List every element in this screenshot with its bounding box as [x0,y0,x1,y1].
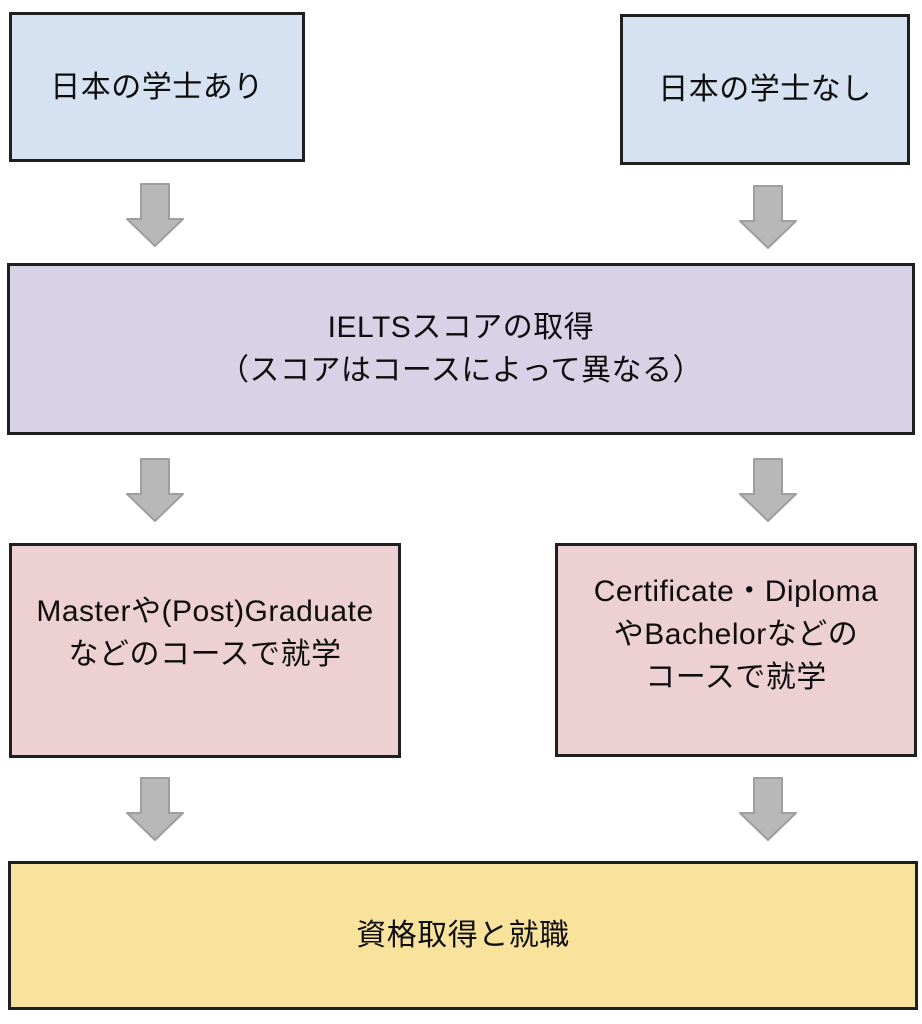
node-master-postgraduate-course-label: Masterや(Post)Graduate などのコースで就学 [36,595,374,671]
node-qualification-employment-label: 資格取得と就職 [356,919,570,952]
down-arrow-icon [126,183,184,247]
down-arrow-icon [739,185,797,249]
node-qualification-employment: 資格取得と就職 [8,861,918,1010]
node-master-postgraduate-course: Masterや(Post)Graduate などのコースで就学 [9,543,401,758]
node-no-japanese-bachelor-label: 日本の学士なし [658,73,872,106]
node-ielts-score-label: IELTSスコアの取得 （スコアはコースによって異なる） [218,311,704,387]
node-no-japanese-bachelor: 日本の学士なし [620,14,910,165]
node-ielts-score: IELTSスコアの取得 （スコアはコースによって異なる） [7,263,915,435]
down-arrow-icon [739,777,797,841]
down-arrow-icon [126,777,184,841]
down-arrow-icon [739,458,797,522]
down-arrow-icon [126,458,184,522]
node-has-japanese-bachelor-label: 日本の学士あり [50,70,264,104]
node-certificate-diploma-course: Certificate・Diploma やBachelorなどの コースで就学 [555,543,917,757]
node-certificate-diploma-course-label: Certificate・Diploma やBachelorなどの コースで就学 [593,575,879,694]
node-has-japanese-bachelor: 日本の学士あり [9,12,305,162]
